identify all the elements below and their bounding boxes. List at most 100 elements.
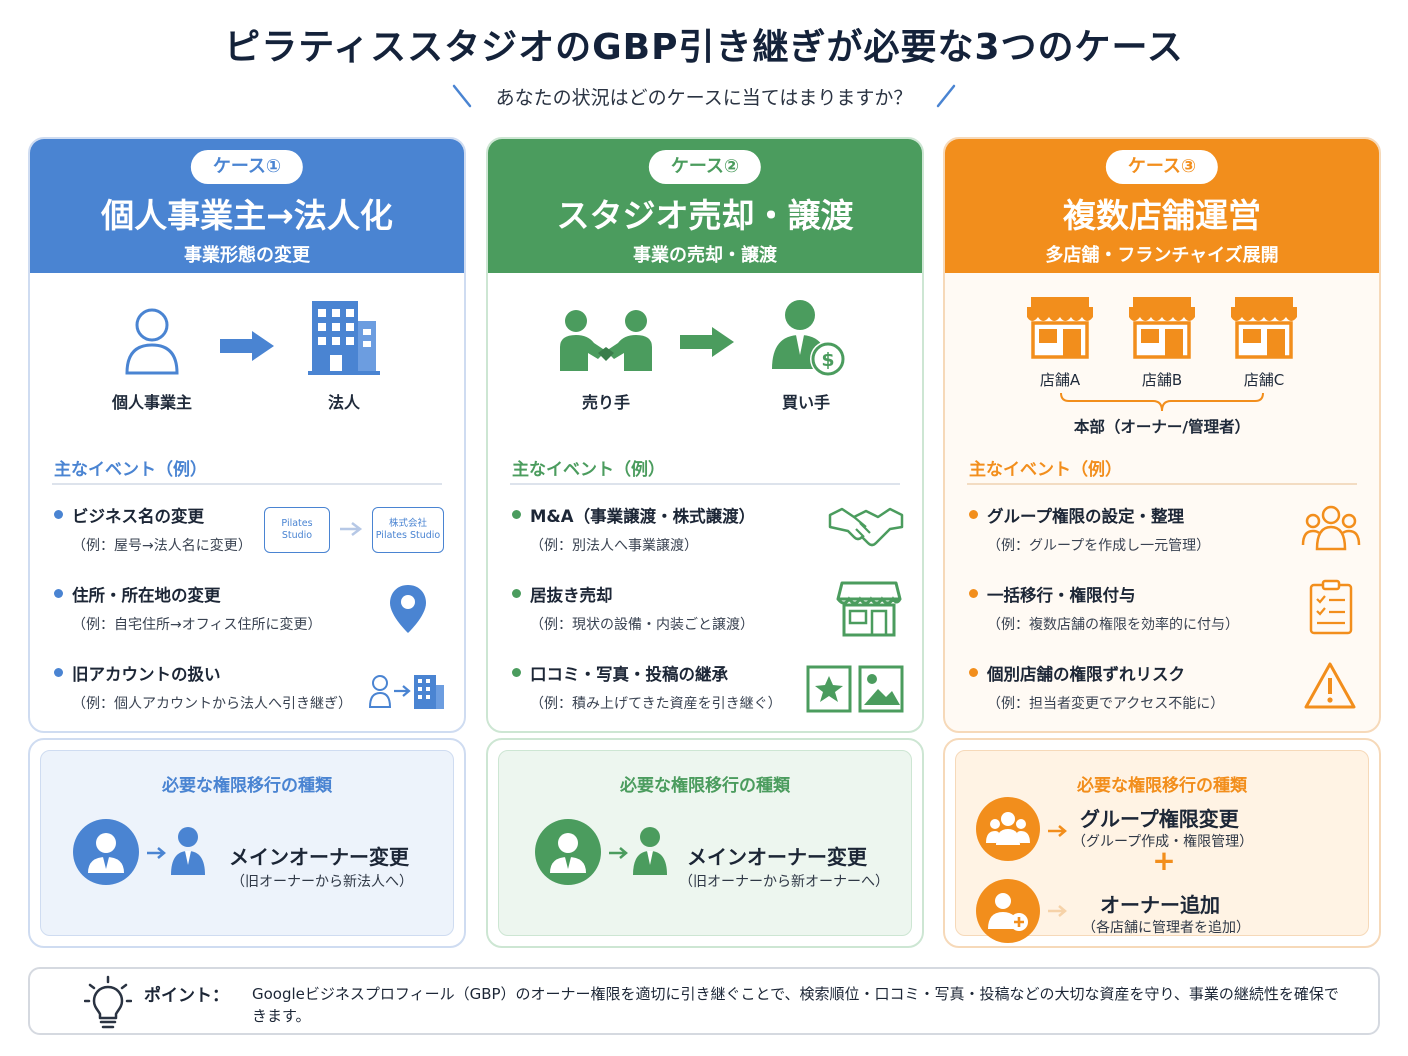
case-badge: ケース③ — [1105, 150, 1219, 184]
event-detail: （例：自宅住所→オフィス住所に変更） — [72, 617, 322, 633]
store-label: 店舗B — [1141, 371, 1183, 389]
transfer-inner: 必要な権限移行の種類 メインオーナー変更 （旧オーナーから新法人へ） — [40, 750, 454, 936]
transfer-main: オーナー追加 — [1100, 893, 1220, 917]
events-heading: 主なイベント（例） — [512, 460, 665, 480]
arrow-right-icon — [1048, 905, 1067, 917]
arrow-right-icon — [609, 847, 628, 859]
add-owner-avatar-icon — [976, 879, 1040, 943]
transfer-heading: 必要な権限移行の種類 — [620, 776, 790, 796]
case-badge: ケース① — [190, 150, 304, 184]
divider — [510, 483, 900, 485]
transfer-box-3: 必要な権限移行の種類 グループ権限変更 （グループ作成・権限管理） + オーナー… — [943, 738, 1381, 948]
case-title: 複数店舗運営 — [1063, 196, 1261, 235]
transfer-inner: 必要な権限移行の種類 グループ権限変更 （グループ作成・権限管理） + オーナー… — [955, 750, 1369, 943]
case-title: スタジオ売却・譲渡 — [556, 196, 854, 235]
event-title: 居抜き売却 — [510, 582, 840, 606]
event-title: ビジネス名の変更 — [52, 503, 382, 527]
transfer-main: グループ権限変更 — [1080, 807, 1239, 831]
handshake-icon — [828, 507, 904, 547]
badge-after: 株式会社 Pilates Studio — [372, 507, 444, 553]
transfer-main: メインオーナー変更 — [229, 845, 409, 869]
from-label: 個人事業主 — [111, 393, 192, 412]
event-item: ビジネス名の変更 （例：屋号→法人名に変更） — [52, 503, 382, 555]
event-item: 住所・所在地の変更 （例：自宅住所→オフィス住所に変更） — [52, 582, 382, 634]
transfer-sub: （旧オーナーから新法人へ） — [231, 874, 413, 890]
transfer-box-2: 必要な権限移行の種類 メインオーナー変更 （旧オーナーから新オーナーへ） — [486, 738, 924, 948]
new-owner-icon — [171, 827, 205, 875]
arrow-right-icon — [680, 327, 734, 357]
owner-avatar-icon — [535, 819, 601, 885]
person-icon — [125, 308, 179, 375]
warning-icon — [1304, 662, 1356, 709]
case-header: ケース② スタジオ売却・譲渡 事業の売却・譲渡 — [488, 139, 922, 273]
group-avatar-icon — [976, 797, 1040, 861]
case-header: ケース① 個人事業主→法人化 事業形態の変更 — [30, 139, 464, 273]
case-illustration: $ 売り手 買い手 — [488, 273, 922, 443]
case-illustration: 店舗A 店舗B 店舗C 本部（オーナー/管理者） — [945, 273, 1379, 443]
event-item: 旧アカウントの扱い （例：個人アカウントから法人へ引き継ぎ） — [52, 661, 382, 713]
transfer-heading: 必要な権限移行の種類 — [1077, 776, 1247, 796]
event-item: M&A（事業譲渡・株式譲渡） （例：別法人へ事業譲渡） — [510, 503, 840, 555]
event-title: 個別店舗の権限ずれリスク — [967, 661, 1297, 685]
store-label: 店舗C — [1243, 371, 1285, 389]
event-detail: （例：担当者変更でアクセス不能に） — [987, 696, 1225, 712]
slash-decoration-icon — [452, 84, 471, 108]
case-header: ケース③ 複数店舗運営 多店舗・フランチャイズ展開 — [945, 139, 1379, 273]
point-label: ポイント： — [144, 986, 229, 1006]
case-card-1: ケース① 個人事業主→法人化 事業形態の変更 個人事業主 法人 主なイベント（例… — [28, 137, 466, 733]
from-label: 売り手 — [581, 393, 630, 412]
building-icon — [308, 301, 380, 375]
divider — [967, 483, 1357, 485]
transfer-main: メインオーナー変更 — [687, 845, 867, 869]
event-title: 口コミ・写真・投稿の継承 — [510, 661, 840, 685]
subtitle-row: あなたの状況はどのケースに当てはまりますか？ — [0, 80, 1408, 112]
hq-label: 本部（オーナー/管理者） — [1073, 418, 1251, 436]
event-title: 住所・所在地の変更 — [52, 582, 382, 606]
store-label: 店舗A — [1039, 371, 1081, 389]
checklist-icon — [1309, 579, 1353, 635]
transfer-sub: （グループ作成・権限管理） — [1072, 834, 1254, 850]
name-change-icon: Pilates Studio 株式会社 Pilates Studio — [264, 505, 446, 555]
event-title: M&A（事業譲渡・株式譲渡） — [510, 503, 840, 527]
buyer-dollar-icon: $ — [772, 300, 846, 377]
event-title: 旧アカウントの扱い — [52, 661, 382, 685]
case-card-3: ケース③ 複数店舗運営 多店舗・フランチャイズ展開 店舗A 店舗B 店舗C — [943, 137, 1381, 733]
case-subtitle: 事業の売却・譲渡 — [633, 245, 777, 266]
event-item: 居抜き売却 （例：現状の設備・内装ごと譲渡） — [510, 582, 840, 634]
bracket-icon — [1060, 392, 1264, 412]
event-detail: （例：積み上げてきた資産を引き継ぐ） — [530, 696, 782, 712]
event-detail: （例：屋号→法人名に変更） — [72, 538, 252, 554]
lightbulb-icon — [84, 975, 132, 1029]
owner-avatar-icon — [73, 819, 139, 885]
event-item: グループ権限の設定・整理 （例：グループを作成し一元管理） — [967, 503, 1297, 555]
event-detail: （例：別法人へ事業譲渡） — [530, 538, 698, 554]
event-detail: （例：複数店舗の権限を効率的に付与） — [987, 617, 1239, 633]
event-item: 口コミ・写真・投稿の継承 （例：積み上げてきた資産を引き継ぐ） — [510, 661, 840, 713]
case-badge: ケース② — [648, 150, 762, 184]
to-label: 買い手 — [781, 393, 830, 412]
page-title: ピラティススタジオのGBP引き継ぎが必要な3つのケース — [224, 27, 1184, 68]
case-illustration: 個人事業主 法人 — [30, 273, 464, 443]
event-detail: （例：現状の設備・内装ごと譲渡） — [530, 617, 754, 633]
case-subtitle: 事業形態の変更 — [184, 245, 310, 266]
store-icon — [1231, 297, 1297, 359]
store-icon — [1027, 297, 1093, 359]
events-heading: 主なイベント（例） — [969, 460, 1122, 480]
arrow-right-icon — [147, 847, 166, 859]
badge-before: Pilates Studio — [264, 507, 330, 553]
point-box: ポイント： Googleビジネスプロフィール（GBP）のオーナー権限を適切に引き… — [28, 967, 1380, 1035]
event-item: 個別店舗の権限ずれリスク （例：担当者変更でアクセス不能に） — [967, 661, 1297, 713]
events-heading: 主なイベント（例） — [54, 460, 207, 480]
event-detail: （例：個人アカウントから法人へ引き継ぎ） — [72, 696, 352, 712]
storefront-icon — [836, 581, 902, 637]
to-label: 法人 — [327, 393, 360, 412]
plus-sign: + — [1152, 844, 1176, 877]
page-subtitle: あなたの状況はどのケースに当てはまりますか？ — [495, 86, 913, 109]
event-item: 一括移行・権限付与 （例：複数店舗の権限を効率的に付与） — [967, 582, 1297, 634]
case-card-2: ケース② スタジオ売却・譲渡 事業の売却・譲渡 $ 売り手 買い手 主なイベント… — [486, 137, 924, 733]
arrow-right-icon — [220, 331, 274, 361]
transfer-heading: 必要な権限移行の種類 — [162, 776, 332, 796]
handshake-people-icon — [560, 310, 652, 371]
divider — [52, 483, 442, 485]
transfer-sub: （旧オーナーから新オーナーへ） — [679, 874, 889, 890]
